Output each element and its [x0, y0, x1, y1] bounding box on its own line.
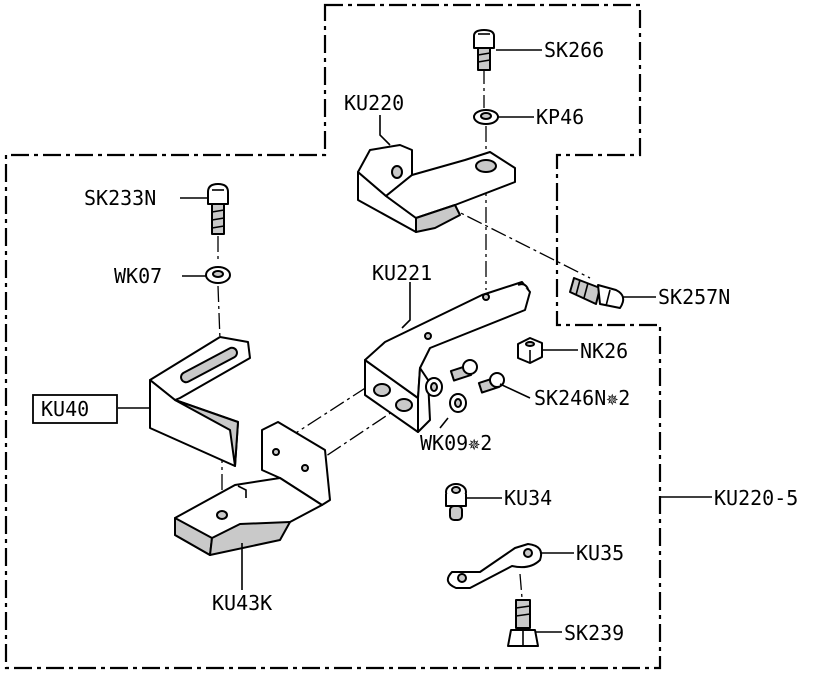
label-wk09: WK09✵2 [420, 431, 492, 455]
screw-sk257n[interactable] [569, 277, 625, 309]
screw-sk266[interactable] [473, 29, 495, 71]
assembly-boundary [4, 3, 662, 670]
plate-ku40[interactable] [149, 336, 251, 467]
nut-nk26[interactable] [517, 337, 543, 364]
label-ku40: KU40 [41, 397, 89, 421]
label-wk07: WK07 [114, 264, 162, 288]
washer-wk07[interactable] [205, 266, 231, 284]
label-sk257n: SK257N [658, 285, 730, 309]
link-ku35[interactable] [446, 543, 543, 589]
label-ku35: KU35 [576, 541, 624, 565]
base-ku43k[interactable] [174, 421, 331, 556]
label-kp46: KP46 [536, 105, 584, 129]
label-sk233n: SK233N [84, 186, 156, 210]
ku40-label-box [32, 394, 118, 424]
label-sk239: SK239 [564, 621, 624, 645]
bracket-ku221[interactable] [364, 281, 531, 433]
bracket-ku220[interactable] [357, 144, 516, 233]
screw-sk233n[interactable] [207, 183, 229, 235]
label-ku43k: KU43K [212, 591, 272, 615]
label-ku220-5: KU220-5 [714, 486, 798, 510]
screws-sk246n[interactable] [449, 359, 505, 394]
label-sk246n: SK246N✵2 [534, 386, 630, 410]
washer-kp46[interactable] [473, 109, 499, 125]
washers-wk09[interactable] [425, 377, 467, 413]
label-nk26: NK26 [580, 339, 628, 363]
screw-sk239[interactable] [507, 599, 539, 647]
pin-ku34[interactable] [445, 483, 467, 521]
label-ku220: KU220 [344, 91, 404, 115]
label-ku221: KU221 [372, 261, 432, 285]
leader-lines [118, 49, 712, 633]
label-ku34: KU34 [504, 486, 552, 510]
label-sk266: SK266 [544, 38, 604, 62]
